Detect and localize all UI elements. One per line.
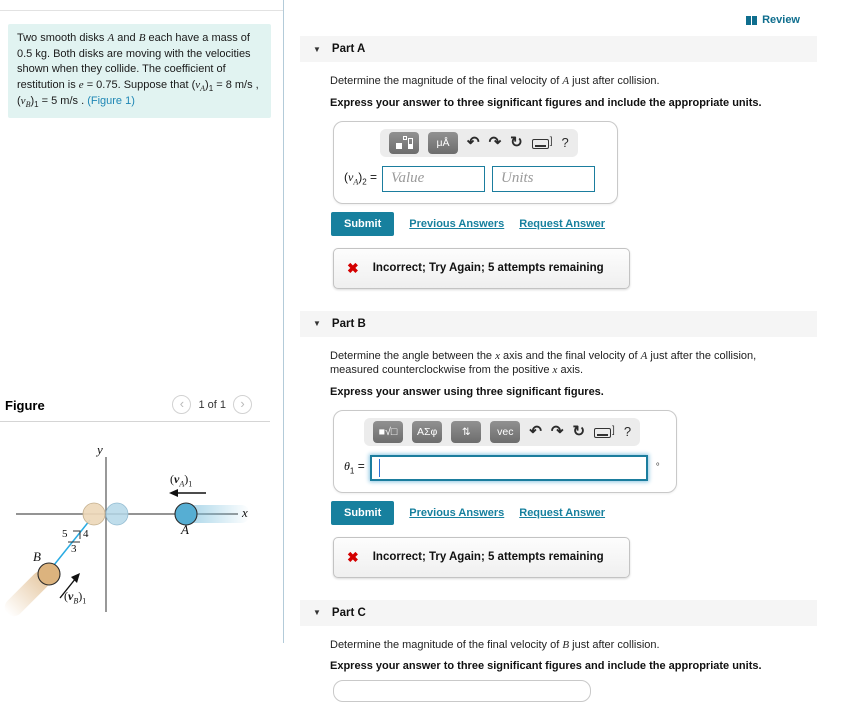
incorrect-message: Incorrect; Try Again; 5 attempts remaini… [372,262,604,275]
part-a-description: Determine the magnitude of the final vel… [330,75,660,87]
math-template-button[interactable] [389,131,419,154]
angle-input[interactable] [369,454,648,481]
request-answer-link[interactable]: Request Answer [519,506,606,519]
keyboard-shortcuts-icon[interactable]: ] [531,136,553,150]
equation-toolbar: μÅ ↶ ↷ ↻ ] ? [380,128,578,157]
slope-hypotenuse-label: 5 [62,528,68,540]
y-axis-label: y [97,442,103,457]
collapse-icon[interactable]: ▼ [313,44,321,54]
undo-icon[interactable]: ↶ [529,423,542,441]
updown-arrows-button[interactable]: ⇅ [451,420,482,443]
review-link[interactable]: Review [746,14,800,26]
part-b-actions: Submit Previous Answers Request Answer [331,500,842,525]
x-axis-label: x [242,505,248,520]
slope-run-label: 3 [71,543,77,555]
review-row: Review [285,0,842,36]
part-c-title: Part C [331,606,366,619]
part-b-instruction: Express your answer using three signific… [330,385,604,398]
degree-symbol: ° [655,462,660,474]
request-answer-link[interactable]: Request Answer [519,217,606,230]
text-caret [378,458,381,477]
reset-icon[interactable]: ↻ [572,423,586,441]
review-label: Review [762,14,800,26]
previous-answers-link[interactable]: Previous Answers [409,506,505,519]
part-b-feedback: ✖ Incorrect; Try Again; 5 attempts remai… [333,536,630,578]
figure-diagram: y x A B (vA)1 (vB)1 5 4 3 [0,424,283,643]
units-template-button[interactable]: μÅ [428,131,458,154]
answer-box-part-b: ■√□ ΑΣφ ⇅ vec ↶ ↷ ↻ ] ? θ1 = ° [333,409,677,493]
submit-button[interactable]: Submit [331,500,395,525]
collapse-icon[interactable]: ▼ [313,319,321,329]
part-a-instruction: Express your answer to three significant… [330,96,762,109]
math-template-button[interactable]: ■√□ [373,420,403,443]
equation-toolbar: ■√□ ΑΣφ ⇅ vec ↶ ↷ ↻ ] ? [364,417,641,446]
help-icon[interactable]: ? [561,135,569,151]
part-b-description: Determine the angle between the x axis a… [330,349,757,377]
divider [0,10,283,11]
divider [0,421,270,422]
disk-a-label: A [181,522,189,537]
keyboard-icon [594,428,612,439]
incorrect-message: Incorrect; Try Again; 5 attempts remaini… [372,551,604,564]
answer-box-part-a: μÅ ↶ ↷ ↻ ] ? (vA)2 = [333,120,618,204]
assignment-panel: Review ▼ Part A Determine the magnitude … [285,0,842,702]
vector-button[interactable]: vec [490,420,521,443]
undo-icon[interactable]: ↶ [467,134,480,152]
disk-b-label: B [33,549,41,564]
keyboard-icon [531,139,549,150]
answer-row: (vA)2 = [342,165,607,192]
figure-header: Figure ‹ 1 of 1 › [0,392,270,422]
redo-icon[interactable]: ↷ [550,423,564,441]
units-input[interactable] [492,165,596,192]
answer-box-part-c [333,680,591,702]
keyboard-shortcuts-icon[interactable]: ] [594,425,615,439]
slope-rise-label: 4 [83,528,89,540]
part-c-header[interactable]: ▼ Part C [300,599,817,626]
greek-symbols-button[interactable]: ΑΣφ [412,420,443,443]
problem-text: Two smooth disks A and B each have a mas… [17,32,259,110]
figure-title: Figure [5,398,45,413]
part-a-actions: Submit Previous Answers Request Answer [331,211,842,236]
collapse-icon[interactable]: ▼ [313,608,321,618]
problem-statement: Two smooth disks A and B each have a mas… [8,24,271,118]
part-a-title: Part A [331,43,366,55]
part-a-feedback: ✖ Incorrect; Try Again; 5 attempts remai… [333,247,630,289]
answer-row: θ1 = ° [342,454,666,481]
velocity-a-label: (vA)1 [170,472,193,489]
velocity-b-label: (vB)1 [64,589,87,606]
figure-pager: ‹ 1 of 1 › [172,395,252,414]
value-input[interactable] [382,165,486,192]
incorrect-x-icon: ✖ [347,548,359,565]
reset-icon[interactable]: ↻ [510,134,523,152]
answer-label-theta1: θ1 = [344,459,365,476]
incorrect-x-icon: ✖ [347,259,359,276]
help-icon[interactable]: ? [623,424,632,440]
prev-figure-button[interactable]: ‹ [172,395,192,414]
review-icon [746,15,758,25]
part-c-description: Determine the magnitude of the final vel… [330,638,660,651]
submit-button[interactable]: Submit [331,211,395,236]
part-b-header[interactable]: ▼ Part B [300,310,817,337]
part-a-header[interactable]: ▼ Part A [300,36,817,62]
part-c-instruction: Express your answer to three significant… [330,660,762,673]
problem-panel: Two smooth disks A and B each have a mas… [0,0,284,643]
template-icon [395,136,413,150]
answer-label-va2: (vA)2 = [344,170,378,187]
redo-icon[interactable]: ↷ [488,134,502,152]
previous-answers-link[interactable]: Previous Answers [409,217,505,230]
next-figure-button[interactable]: › [233,395,252,414]
figure-canvas [4,457,250,617]
figure-link[interactable]: (Figure 1) [87,95,135,108]
part-b-title: Part B [331,317,366,330]
figure-page-indicator: 1 of 1 [198,398,226,411]
